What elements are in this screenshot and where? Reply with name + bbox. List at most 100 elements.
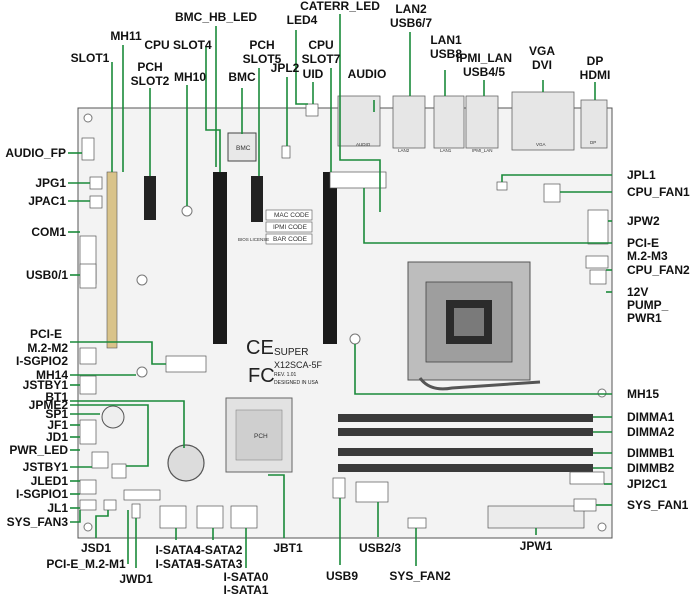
label-bmc: BMC <box>228 70 256 84</box>
battery-bt1 <box>167 444 205 482</box>
label-usb8: USB8 <box>430 47 462 61</box>
label-cpu-fan1: CPU_FAN1 <box>627 185 690 199</box>
label-sys-fan1: SYS_FAN1 <box>627 498 689 512</box>
ipmi-code-box <box>265 221 313 233</box>
label-jd1: JD1 <box>46 430 68 444</box>
label-jwd1: JWD1 <box>119 572 153 586</box>
label-12v-line2: PUMP_ <box>627 298 669 312</box>
vga-port-mark: VGA <box>536 142 546 147</box>
label-audio: AUDIO <box>348 67 387 81</box>
rev-label: REV. 1.01 <box>274 372 297 378</box>
bar-code-label: BAR CODE <box>273 236 308 243</box>
label-vga: VGA <box>529 44 555 58</box>
label-mh10: MH10 <box>174 70 206 84</box>
label-isata3: I-SATA3 <box>198 557 243 571</box>
dimm-slots <box>338 414 593 472</box>
label-cpu-slot4: CPU SLOT4 <box>144 38 212 52</box>
mac-code-box <box>265 209 313 221</box>
label-sys-fan3: SYS_FAN3 <box>7 515 69 529</box>
lan1-port-mark: LAN1 <box>440 148 452 153</box>
dp-port-mark: DP <box>590 140 596 145</box>
label-isata5: I-SATA5 <box>156 557 201 571</box>
label-dimma2: DIMMA2 <box>627 425 675 439</box>
slot2-pci <box>144 176 156 220</box>
slot5-pcie <box>251 176 263 222</box>
label-pch-slot2-top: PCH <box>137 60 162 74</box>
label-sys-fan2: SYS_FAN2 <box>389 569 451 583</box>
ce-mark: CE <box>246 337 274 359</box>
fc-mark: FC <box>248 365 275 387</box>
label-com1: COM1 <box>31 225 66 239</box>
label-jpw2: JPW2 <box>627 214 660 228</box>
label-jpg1: JPG1 <box>35 176 66 190</box>
label-jl1: JL1 <box>47 501 68 515</box>
label-isata2: I-SATA2 <box>198 543 243 557</box>
label-ipmi-lan: IPMI_LAN <box>456 51 512 65</box>
label-jpi2c1: JPI2C1 <box>627 477 667 491</box>
label-pcie-m2-m2-line1: PCI-E <box>30 327 62 341</box>
label-jsd1: JSD1 <box>81 541 111 555</box>
label-pcie-m2-m1: PCI-E_M.2-M1 <box>46 557 126 571</box>
label-12v-line1: 12V <box>627 285 648 299</box>
label-bt1: BT1 <box>45 390 68 404</box>
label-jpw1: JPW1 <box>520 539 553 553</box>
designed-label: DESIGNED IN USA <box>274 380 319 386</box>
label-pwr-led: PWR_LED <box>9 443 68 457</box>
bar-code-box <box>265 233 313 245</box>
model-label: X12SCA-5F <box>274 360 323 370</box>
label-jf1: JF1 <box>47 418 68 432</box>
label-caterr-led: CATERR_LED <box>300 0 380 13</box>
label-dimma1: DIMMA1 <box>627 410 675 424</box>
label-dimmb2: DIMMB2 <box>627 461 675 475</box>
label-pcie-m2-m2-line2: M.2-M2 <box>27 341 68 355</box>
label-isata1: I-SATA1 <box>224 583 269 597</box>
pch-chip-label: PCH <box>254 433 268 440</box>
label-slot2: SLOT2 <box>131 74 170 88</box>
label-uid: UID <box>303 67 324 81</box>
label-mh14: MH14 <box>36 368 68 382</box>
label-mh11: MH11 <box>110 29 142 43</box>
label-isata0: I-SATA0 <box>224 570 269 584</box>
mac-code-label: MAC CODE <box>274 212 310 219</box>
connectors <box>79 103 609 529</box>
label-jstby1-top: JSTBY1 <box>23 378 69 392</box>
audio-port-mark: AUDIO <box>356 142 371 147</box>
ipmi-code-label: IPMI CODE <box>273 224 308 231</box>
label-audio-fp: AUDIO_FP <box>5 146 66 160</box>
label-jpl2: JPL2 <box>271 61 300 75</box>
label-slot7: SLOT7 <box>302 52 341 66</box>
label-cpu-fan2: CPU_FAN2 <box>627 263 690 277</box>
label-usb01: USB0/1 <box>26 268 68 282</box>
label-cpu-slot7-top: CPU <box>308 38 333 52</box>
label-jstby1-bottom: JSTBY1 <box>23 460 69 474</box>
slot1-pci <box>106 171 118 349</box>
pch-heatsink <box>225 397 293 473</box>
label-dp: DP <box>587 54 604 68</box>
label-pcie-m2-m3-line1: PCI-E <box>627 236 659 250</box>
label-jpme2: JPME2 <box>29 398 69 412</box>
label-12v-line3: PWR1 <box>627 311 662 325</box>
label-pch-slot5-top: PCH <box>249 38 274 52</box>
io-panel <box>337 91 608 151</box>
speaker-sp1 <box>101 405 125 429</box>
label-usb23: USB2/3 <box>359 541 401 555</box>
label-dimmb1: DIMMB1 <box>627 446 675 460</box>
label-isgpio1: I-SGPIO1 <box>16 487 68 501</box>
label-usb45: USB4/5 <box>463 65 505 79</box>
label-mh15: MH15 <box>627 387 659 401</box>
label-pcie-m2-m3-line2: M.2-M3 <box>627 249 668 263</box>
brand-logo: SUPER <box>274 347 308 358</box>
label-jled1: JLED1 <box>31 474 69 488</box>
bios-license-label: BIOS LICENSE <box>238 237 269 242</box>
bmc-chip-label: BMC <box>236 145 251 152</box>
label-jpac1: JPAC1 <box>28 194 66 208</box>
label-usb67: USB6/7 <box>390 16 432 30</box>
callout-labels: BMC_HB_LED LED4 CATERR_LED LAN2 USB6/7 M… <box>5 0 690 597</box>
label-dvi: DVI <box>532 58 552 72</box>
leader-lines <box>68 14 612 568</box>
cpu-socket <box>407 261 541 391</box>
label-hdmi: HDMI <box>580 68 611 82</box>
ipmi-port-mark: IPMI_LAN <box>472 148 493 153</box>
